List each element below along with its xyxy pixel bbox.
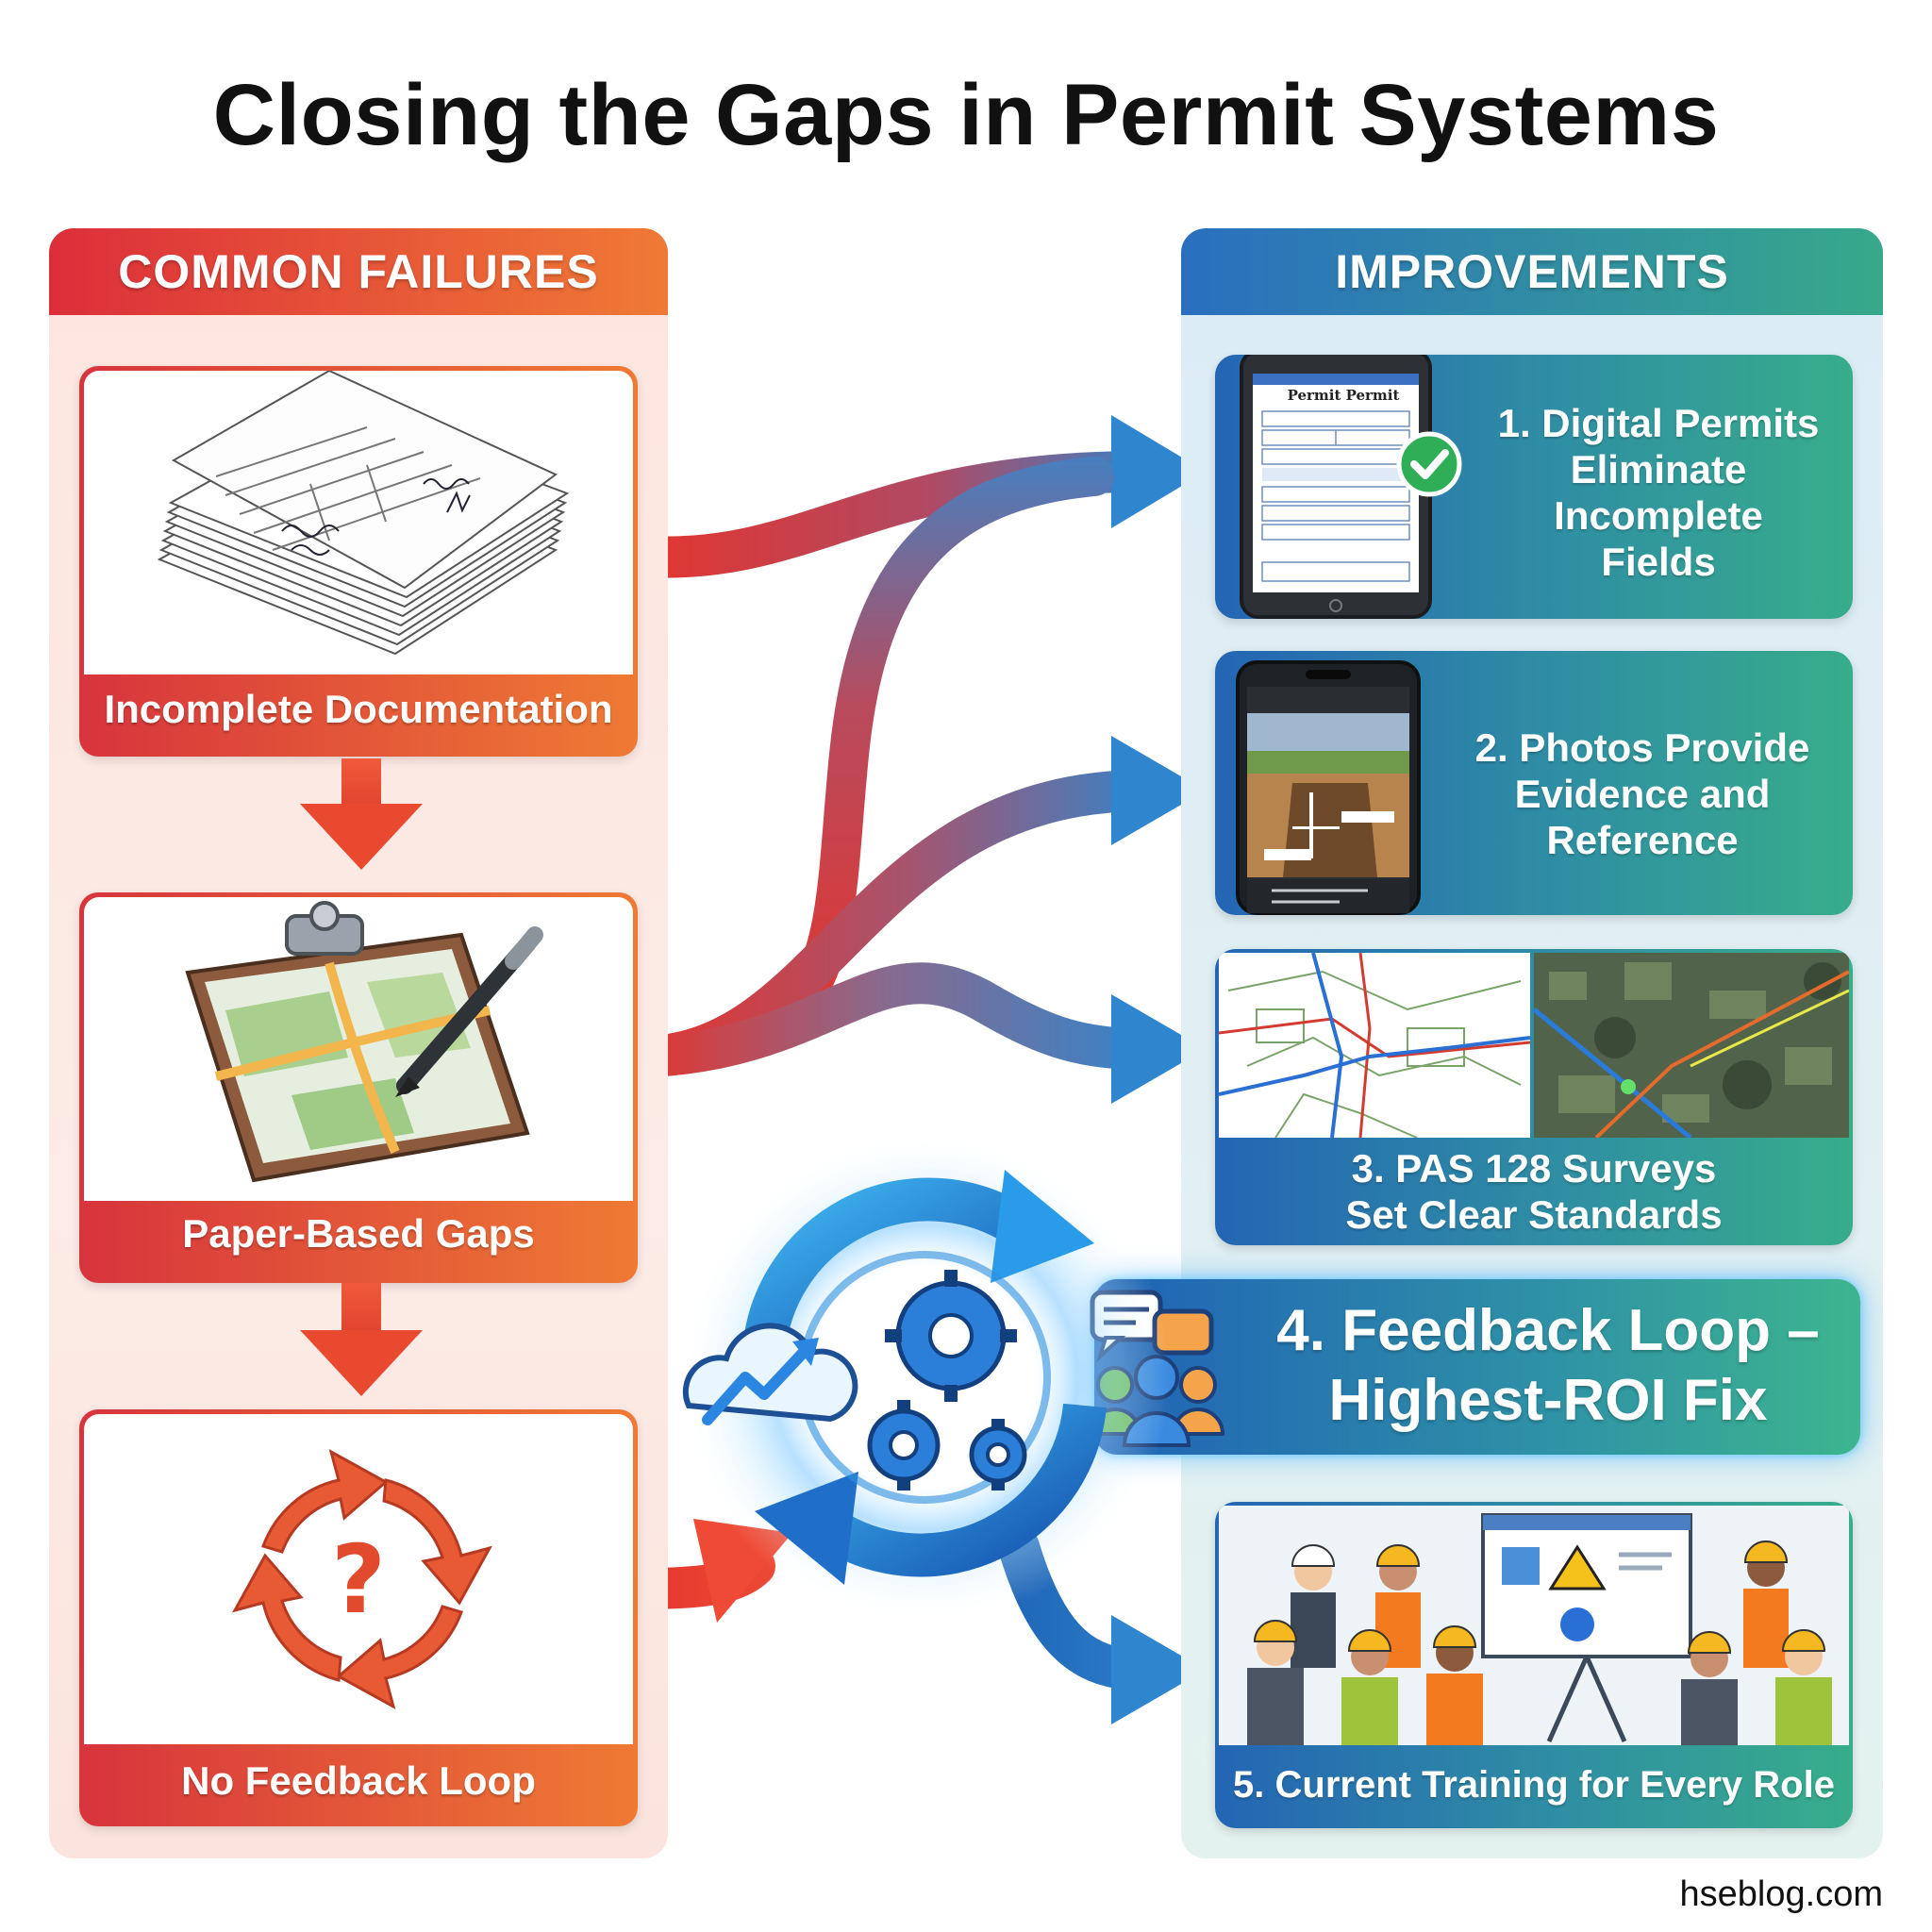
utility-map-icon: [1219, 953, 1849, 1138]
improvement-line: Reference: [1546, 818, 1739, 862]
svg-text:?: ?: [331, 1524, 386, 1635]
common-failures-heading: COMMON FAILURES: [49, 228, 668, 315]
phone-photo-icon: [1236, 660, 1421, 915]
arrow-head-6: [1111, 1615, 1206, 1724]
arrow-paper-to-survey: [630, 962, 1162, 1077]
improvement-card-feedback-loop: 4. Feedback Loop – Highest-ROI Fix: [1088, 1279, 1860, 1455]
improvement-line: Set Clear Standards: [1345, 1192, 1723, 1237]
improvement-text: 5. Current Training for Every Role: [1215, 1762, 1853, 1808]
failure-image-area: ?: [84, 1414, 633, 1744]
watermark: hseblog.com: [1679, 1874, 1883, 1914]
paper-stack-icon: [157, 369, 570, 656]
failure-label: Incomplete Documentation: [104, 687, 613, 731]
improvement-line: Fields: [1601, 540, 1716, 584]
tablet-form-title: Permit Permit: [1287, 387, 1400, 404]
improvement-line: 5. Current Training for Every Role: [1233, 1764, 1835, 1806]
improvement-card-pas128: 3. PAS 128 Surveys Set Clear Standards: [1215, 949, 1853, 1245]
improvement-line: 3. PAS 128 Surveys: [1351, 1146, 1717, 1191]
improvement-line: 4. Feedback Loop –: [1276, 1298, 1820, 1363]
down-arrow-1: [300, 758, 423, 870]
improvement-line: Highest-ROI Fix: [1328, 1368, 1768, 1433]
improvement-text: 2. Photos Provide Evidence and Reference: [1432, 724, 1853, 863]
page-title: Closing the Gaps in Permit Systems: [212, 67, 1720, 163]
broken-cycle-question-icon: ?: [231, 1448, 493, 1710]
failure-label: No Feedback Loop: [181, 1758, 536, 1803]
arrow-head-4: [1111, 994, 1206, 1104]
failure-card-paper-based-gaps: Paper-Based Gaps: [79, 892, 638, 1283]
arrow-head-3: [1111, 736, 1206, 845]
tablet-form-icon: [1240, 355, 1462, 619]
improvement-line: Evidence and: [1514, 772, 1771, 816]
training-session-icon: [1219, 1506, 1849, 1745]
arrow-head-1: [1111, 415, 1206, 528]
failure-card-no-feedback-loop: ? No Feedback Loop: [79, 1409, 638, 1826]
down-arrow-2: [300, 1283, 423, 1396]
failure-label: Paper-Based Gaps: [182, 1211, 535, 1256]
failure-card-incomplete-documentation: Incomplete Documentation: [79, 366, 638, 757]
feedback-cycle-icon: [679, 1132, 1170, 1623]
failure-image-area: [84, 897, 633, 1201]
failure-image-area: [84, 369, 633, 675]
arrow-paper-to-photos: [630, 770, 1162, 1077]
improvement-line: Incomplete: [1554, 493, 1763, 538]
improvement-card-photos: 2. Photos Provide Evidence and Reference: [1215, 651, 1853, 915]
improvement-text: 3. PAS 128 Surveys Set Clear Standards: [1215, 1145, 1853, 1238]
improvements-heading: IMPROVEMENTS: [1181, 228, 1883, 315]
clipboard-map-icon: [185, 901, 543, 1183]
improvement-text: 1. Digital Permits Eliminate Incomplete …: [1470, 400, 1847, 585]
improvement-line: 2. Photos Provide: [1474, 725, 1810, 770]
feedback-loop-text: 4. Feedback Loop – Highest-ROI Fix: [1236, 1296, 1860, 1436]
improvement-line: 1. Digital Permits: [1497, 401, 1820, 445]
improvement-card-digital-permits: Permit Permit 1. Digital Permits Elimina…: [1215, 355, 1853, 619]
improvement-card-training: 5. Current Training for Every Role: [1215, 1502, 1853, 1828]
improvement-line: Eliminate: [1570, 447, 1747, 491]
